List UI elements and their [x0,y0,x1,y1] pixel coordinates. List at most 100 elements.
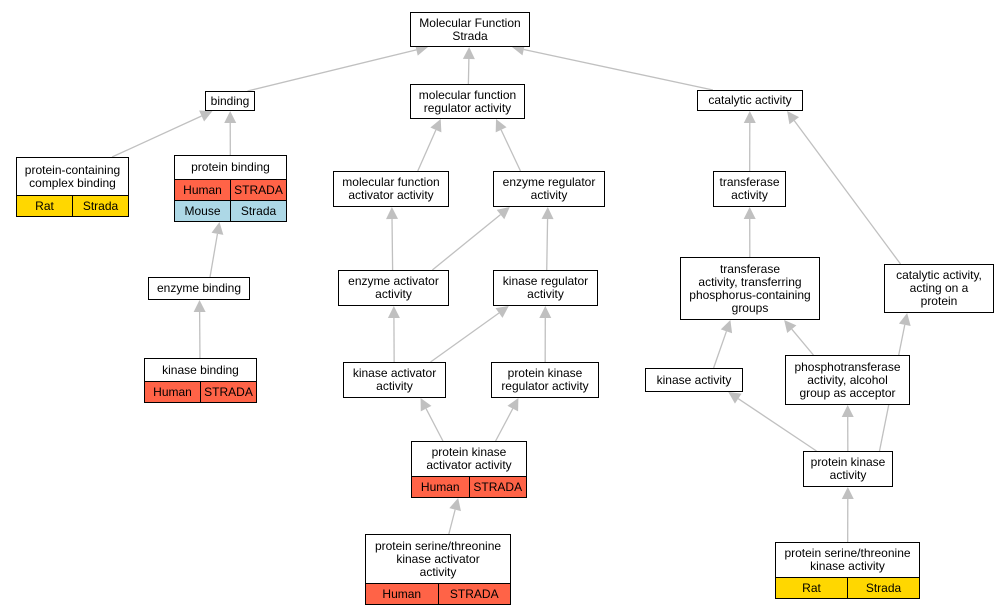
annotation-row: Rat Strada [17,195,128,216]
species-cell: Human [420,480,460,494]
edge-enzyme-regulator-to-mf-regulator [500,129,522,172]
edge-phosphotransferase-to-transferase-phospho [791,328,814,356]
go-term-label: protein kinase regulator activity [501,366,589,393]
arrowhead [787,111,800,125]
arrowhead [841,487,854,500]
go-term-binding[interactable]: binding [205,91,255,111]
go-term-label: kinase activity [656,372,732,387]
go-term-protein-kinase-regulator[interactable]: protein kinase regulator activity [491,362,599,398]
annotation-row: Mouse Strada [175,200,286,221]
arrowhead [495,306,509,318]
edge-protein-kinase-activator-to-protein-kinase-regulator [495,408,514,442]
annotation-row: Human STRADA [175,179,286,200]
gene-cell: Strada [72,196,128,216]
go-term-catalytic[interactable]: catalytic activity [697,90,803,111]
go-term-label: kinase regulator activity [502,274,589,301]
arrowhead [193,300,206,313]
arrowhead [541,207,554,220]
edge-catalytic-protein-to-catalytic [793,120,902,265]
go-term-mf-root[interactable]: Molecular Function Strada [410,12,530,47]
arrowhead [743,207,756,220]
gene-cell: STRADA [230,180,286,200]
gene-cell: STRADA [437,584,511,604]
edge-protein-kinase-to-kinase-activity [737,398,817,452]
edge-kinase-activity-to-transferase-phospho [712,331,728,369]
arrowhead [224,111,237,124]
go-term-label: phosphotransferase activity, alcohol gro… [794,359,901,400]
go-term-label: kinase activator activity [352,366,437,393]
go-term-transferase[interactable]: transferase activity [713,171,786,207]
edge-kinase-regulator-to-enzyme-regulator [546,218,549,271]
go-term-kinase-activity[interactable]: kinase activity [645,368,743,392]
species-cell: Mouse [184,204,221,218]
species-cell: Human [183,183,222,197]
edge-protein-kinase-activator-to-kinase-activator [425,408,444,442]
annotation-row: Human STRADA [412,476,526,497]
go-term-transferase-phospho[interactable]: transferase activity, transferring phosp… [680,257,820,320]
go-term-label: protein kinase activity [810,455,886,482]
go-term-label: catalytic activity [708,93,792,107]
annotation-row: Human STRADA [366,583,510,604]
go-term-pst-kinase-activator[interactable]: protein serine/threonine kinase activato… [365,534,511,605]
go-term-label: enzyme activator activity [348,274,439,301]
species-cell: Human [382,587,422,601]
go-term-catalytic-protein[interactable]: catalytic activity, acting on a protein [884,264,994,313]
edge-kinase-activator-to-kinase-regulator [430,312,500,363]
edge-enzyme-binding-to-protein-binding [209,233,219,278]
go-term-enzyme-activator[interactable]: enzyme activator activity [338,270,449,306]
go-term-enzyme-regulator[interactable]: enzyme regulator activity [493,171,605,207]
gene-cell: Strada [847,578,919,598]
annotation-row: Human STRADA [145,381,256,402]
gene-cell: Strada [230,201,286,221]
go-term-label: protein kinase activator activity [426,445,512,472]
go-term-label: kinase binding [162,362,239,377]
species-cell: Rat [35,199,54,213]
arrowhead [539,306,552,319]
arrowhead [841,405,854,418]
species-cell: Human [153,385,192,399]
arrowhead [507,398,519,412]
go-term-label: catalytic activity, acting on a protein [896,268,982,308]
arrowhead [728,392,742,404]
go-term-label: molecular function regulator activity [418,87,517,115]
arrowhead [430,119,442,133]
go-term-pst-kinase[interactable]: protein serine/threonine kinase activity… [775,542,920,599]
edge-enzyme-activator-to-mf-activator [391,218,394,271]
arrowhead [720,320,733,334]
go-term-mf-activator[interactable]: molecular function activator activity [333,171,449,207]
arrowhead [898,313,911,326]
gene-cell: STRADA [468,477,527,497]
arrowhead [743,111,756,124]
go-term-label: enzyme regulator activity [502,175,596,202]
go-term-protein-kinase[interactable]: protein kinase activity [803,451,893,487]
edge-catalytic-to-mf-root [523,48,714,91]
arrowhead [386,207,399,220]
go-term-label: protein-containing complex binding [24,162,121,190]
go-term-kinase-regulator[interactable]: kinase regulator activity [493,270,598,306]
arrowhead [199,110,213,122]
arrowhead [449,498,461,512]
go-term-label: binding [210,93,250,108]
arrowhead [387,306,400,319]
go-term-phosphotransferase[interactable]: phosphotransferase activity, alcohol gro… [785,355,910,405]
go-term-enzyme-binding[interactable]: enzyme binding [148,277,250,300]
go-term-label: molecular function activator activity [342,175,440,202]
edge-enzyme-activator-to-enzyme-regulator [431,214,501,271]
gene-cell: STRADA [200,382,256,402]
go-term-label: Molecular Function Strada [419,15,521,43]
go-term-label: enzyme binding [156,281,242,295]
go-term-label: transferase activity [719,175,780,202]
edge-binding-to-mf-root [247,49,417,92]
arrowhead [420,398,432,412]
edge-mf-activator-to-mf-regulator [417,129,437,172]
edge-mf-regulator-to-mf-root [467,58,470,85]
go-term-mf-regulator[interactable]: molecular function regulator activity [410,84,525,119]
go-term-kinase-activator[interactable]: kinase activator activity [343,362,446,398]
arrowhead [784,320,797,334]
